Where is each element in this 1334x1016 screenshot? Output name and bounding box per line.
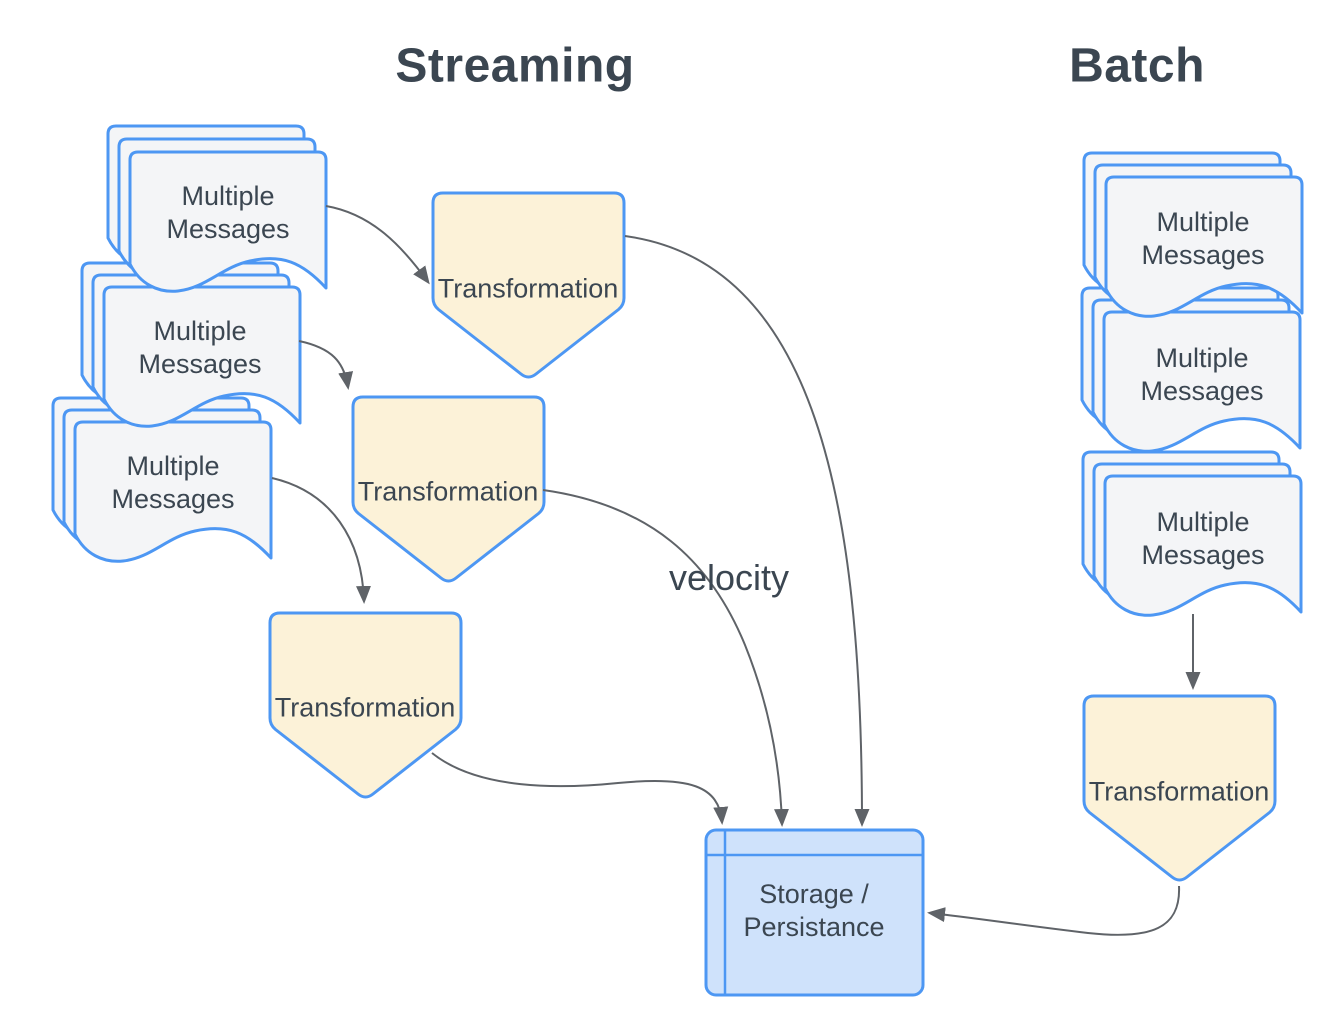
edge-transformation3-to-storage [431, 752, 729, 825]
streaming-transformation-3-label: Transformation [274, 692, 456, 723]
streaming-stack-1-label: Multiple Messages [166, 181, 290, 244]
batch-stack-1-label: Multiple Messages [1141, 207, 1265, 270]
storage-label: Storage / Persistance [743, 879, 885, 942]
streaming-section-title: Streaming [395, 39, 635, 93]
streaming-stack-3-label: Multiple Messages [111, 451, 235, 514]
edge-stack3-to-transformation3 [271, 477, 371, 604]
edge-batch-transformation-to-storage [927, 885, 1181, 936]
streaming-transformation-2-label: Transformation [357, 476, 539, 507]
storage-shape [704, 828, 925, 997]
batch-transformation-label: Transformation [1088, 776, 1270, 807]
edge-transformation1-to-storage [624, 235, 870, 827]
streaming-transformation-1-label: Transformation [437, 273, 619, 304]
streaming-stack-2-label: Multiple Messages [138, 316, 262, 379]
batch-section-title: Batch [1069, 39, 1205, 93]
edge-transformation2-to-storage [542, 489, 790, 827]
edge-stack2-to-transformation2 [298, 340, 354, 390]
edge-stack1-to-transformation1 [325, 205, 430, 285]
batch-stack-2-label: Multiple Messages [1140, 343, 1264, 406]
batch-stack-3-label: Multiple Messages [1141, 507, 1265, 570]
storage-box [704, 828, 925, 997]
velocity-annotation: velocity [668, 557, 790, 599]
